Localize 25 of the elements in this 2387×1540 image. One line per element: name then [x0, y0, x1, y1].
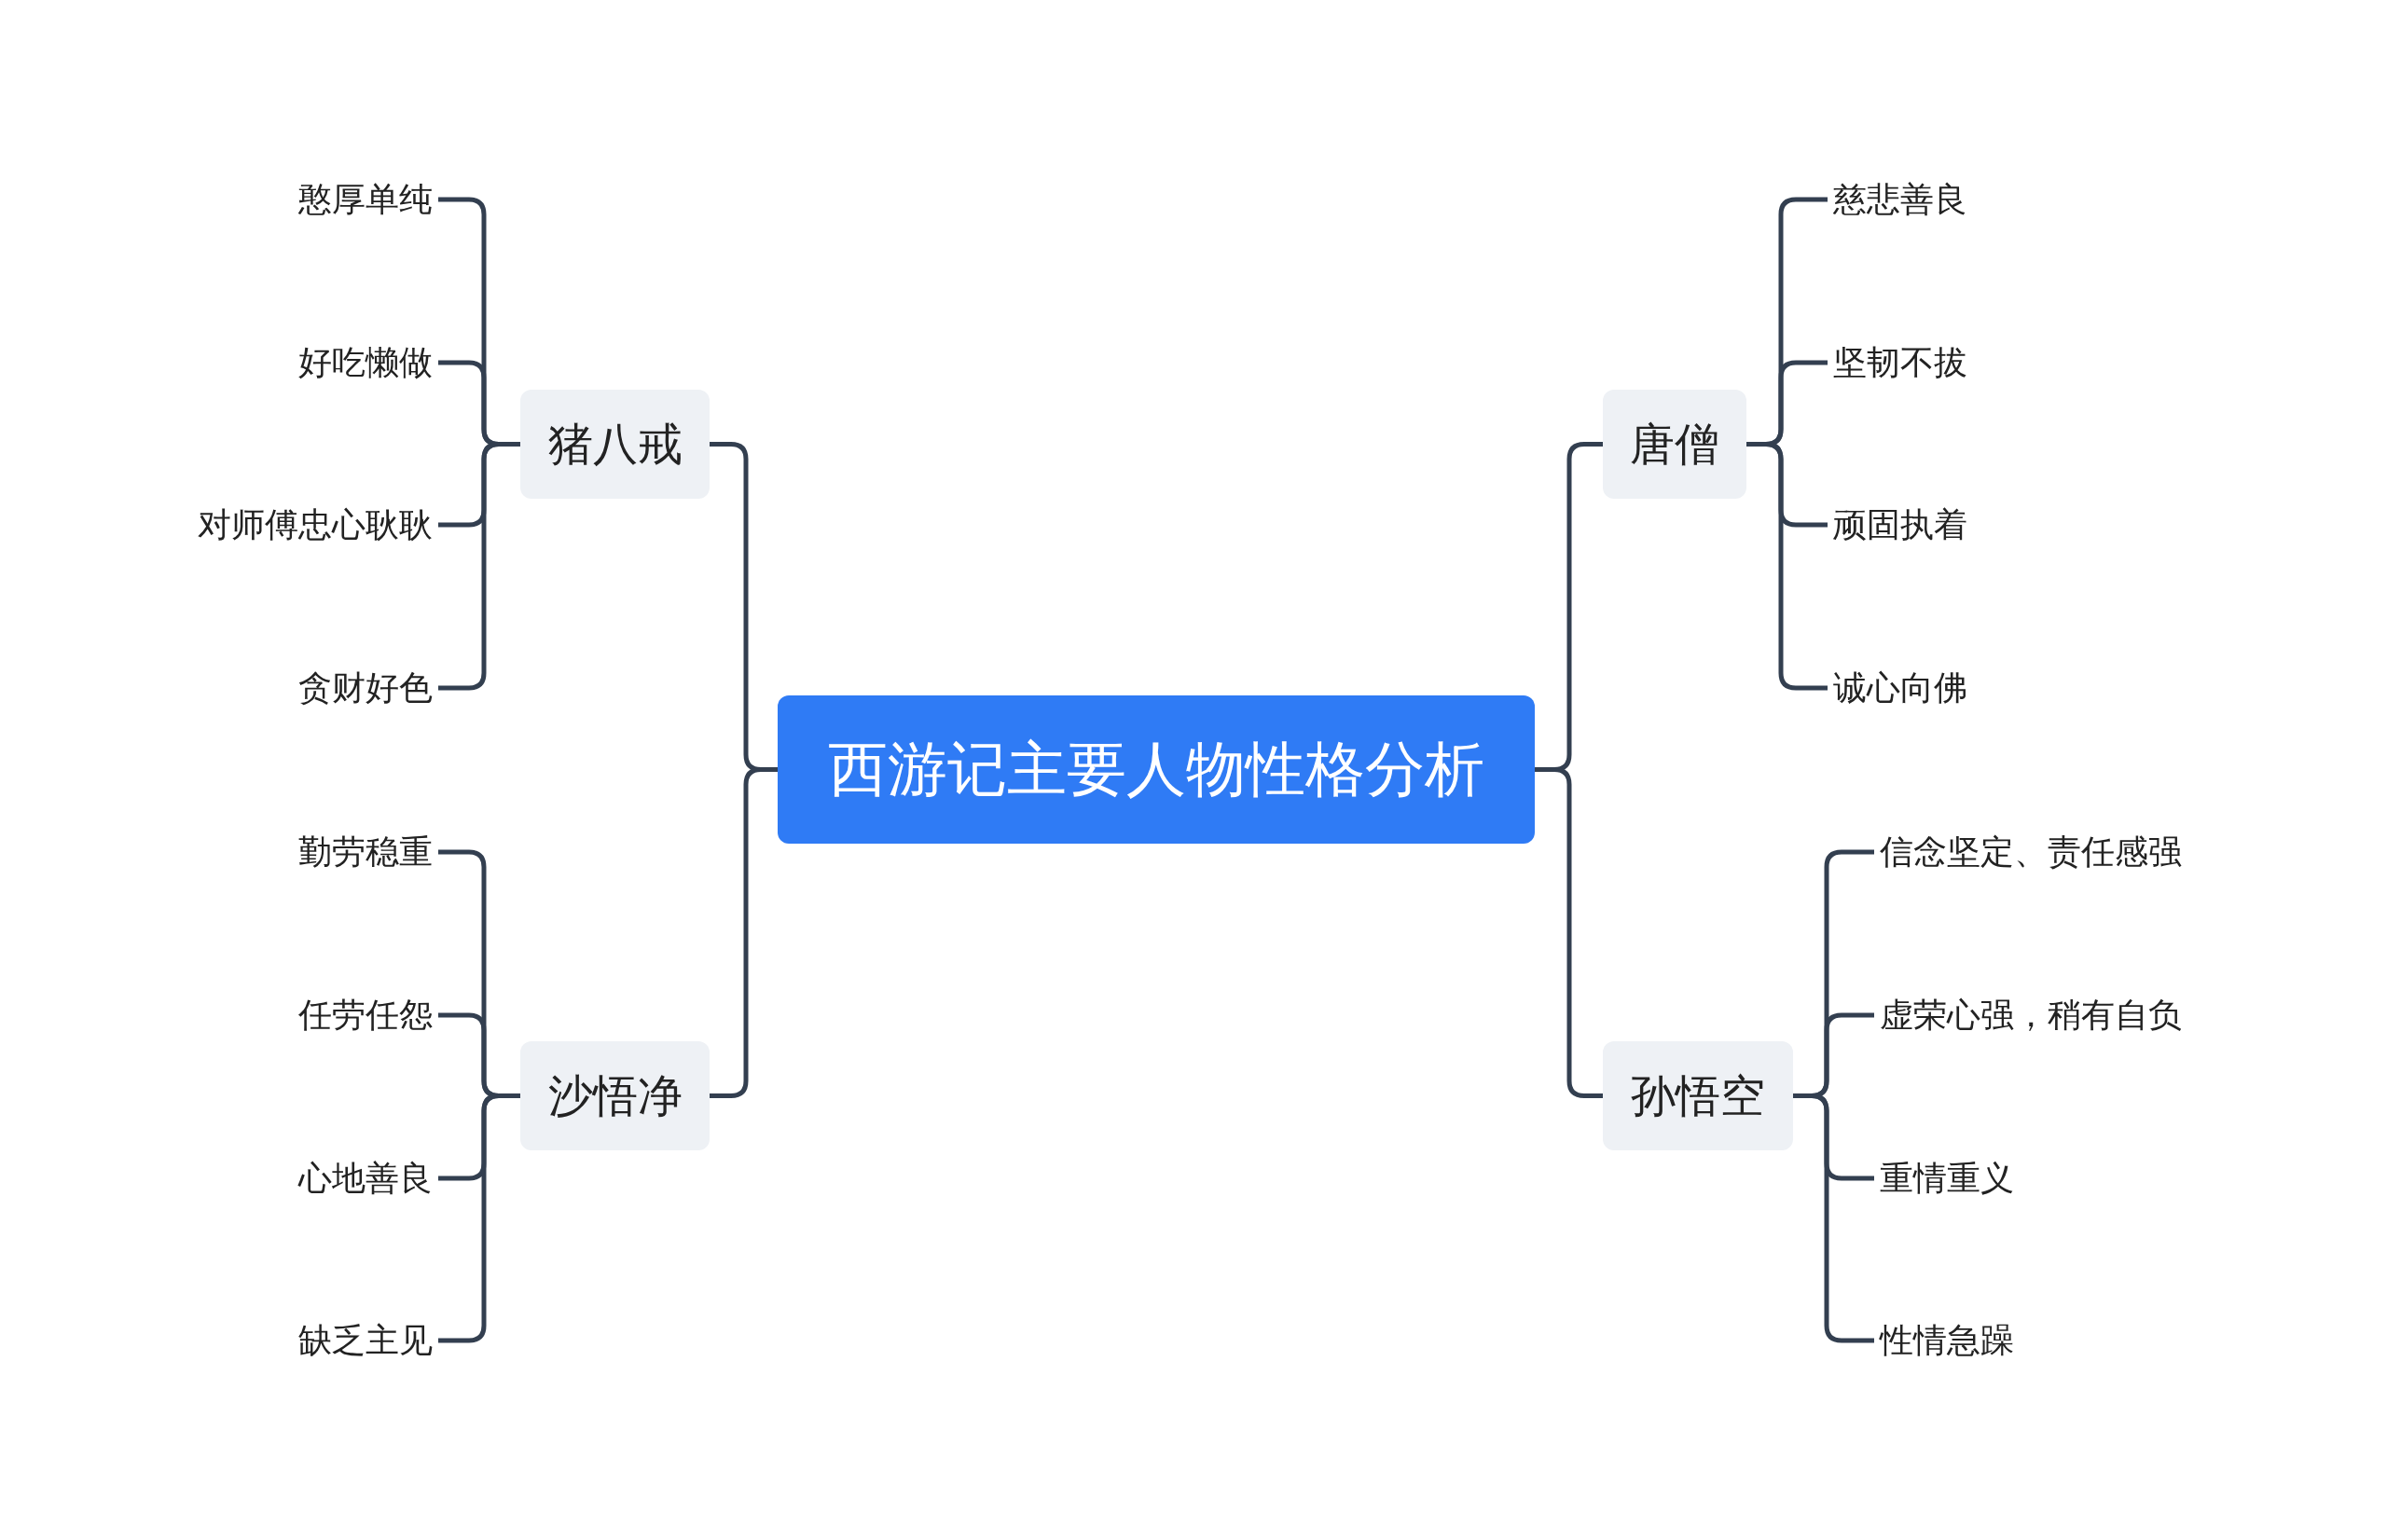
subtopic-text: 憨厚单纯: [293, 172, 438, 227]
subtopic-text: 虚荣心强，稍有自负: [1874, 988, 2187, 1042]
topic-box: 孙悟空: [1603, 1041, 1793, 1150]
topic-box: 沙悟净: [520, 1041, 710, 1150]
subtopic-text: 顽固执着: [1828, 498, 1973, 552]
connector-line: [1793, 1093, 1874, 1343]
connector-line: [1746, 442, 1828, 691]
subtopic-text: 诚心向佛: [1828, 661, 1973, 715]
subtopic-text: 任劳任怨: [293, 988, 438, 1042]
central-topic-box: 西游记主要人物性格分析: [778, 695, 1535, 844]
subtopic-text: 心地善良: [293, 1151, 438, 1205]
subtopic-text: 性情急躁: [1874, 1313, 2020, 1368]
subtopic-text: 缺乏主见: [293, 1313, 438, 1368]
subtopic-text: 坚韧不拔: [1828, 336, 1973, 390]
subtopic-text: 信念坚定、责任感强: [1874, 825, 2187, 879]
subtopic-text: 重情重义: [1874, 1151, 2020, 1205]
subtopic-text: 贪财好色: [293, 661, 438, 715]
subtopic-text: 慈悲善良: [1828, 172, 1973, 227]
subtopic-text: 好吃懒做: [293, 336, 438, 390]
connector-line: [438, 1093, 520, 1343]
subtopic-text: 对师傅忠心耿耿: [192, 498, 438, 552]
subtopic-text: 勤劳稳重: [293, 825, 438, 879]
connector-line: [438, 442, 520, 691]
topic-box: 猪八戒: [520, 390, 710, 499]
topic-box: 唐僧: [1603, 390, 1746, 499]
